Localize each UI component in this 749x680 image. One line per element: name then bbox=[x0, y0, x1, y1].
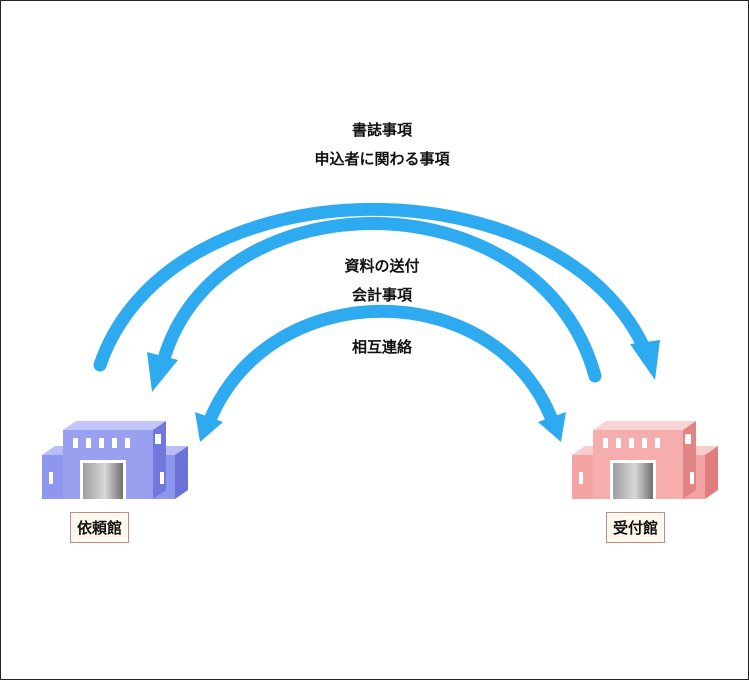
right-building-icon bbox=[572, 421, 718, 499]
middle-arrow bbox=[147, 217, 602, 392]
right-building-label: 受付館 bbox=[606, 512, 666, 543]
inner-arrow-label: 相互連絡 bbox=[351, 338, 413, 356]
middle-arrow-label-1: 資料の送付 bbox=[344, 257, 420, 275]
inner-arrow bbox=[195, 304, 566, 442]
outer-arrow-label-1: 書誌事項 bbox=[351, 121, 413, 139]
outer-arrow-label-2: 申込者に関わる事項 bbox=[314, 150, 450, 168]
left-building-icon bbox=[42, 421, 188, 499]
left-building-label: 依頼館 bbox=[70, 512, 130, 543]
middle-arrow-label-2: 会計事項 bbox=[351, 286, 413, 304]
outer-arrow bbox=[93, 202, 660, 380]
